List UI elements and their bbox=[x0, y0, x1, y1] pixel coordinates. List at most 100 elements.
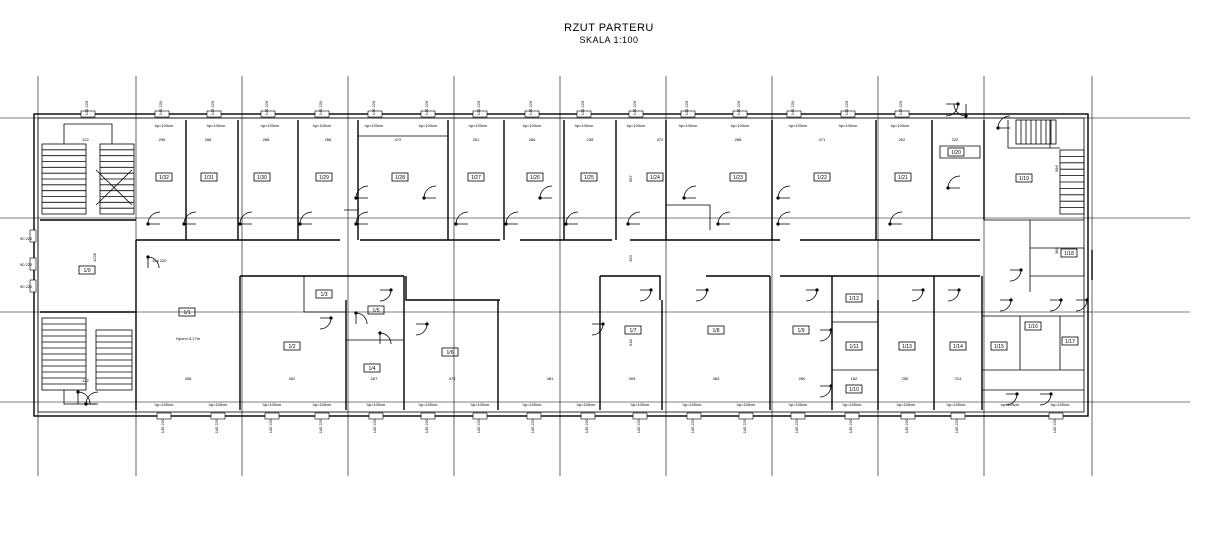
sill-height-top: hp=100cm bbox=[789, 123, 808, 128]
top-width-dim: 266 bbox=[325, 137, 332, 142]
door-hinge bbox=[564, 222, 568, 226]
room-labels: 1/32 1/31 1/30 1/29 1/28 1/27 1/26 1/25 … bbox=[78, 147, 1079, 394]
bottom-width-dim: 458 bbox=[185, 376, 192, 381]
room-label-1-6: 1/6 bbox=[447, 350, 454, 356]
bottom-width-dim: 255 bbox=[902, 376, 909, 381]
stair-width-bottom: 122 bbox=[82, 378, 89, 383]
right-dim-1: 389 bbox=[1054, 247, 1059, 254]
top-width-dim: 472 bbox=[395, 137, 402, 142]
door-hinge bbox=[705, 288, 709, 292]
left-dim-1: 90 220 bbox=[20, 236, 33, 241]
window-left bbox=[29, 257, 37, 271]
room-label-1-19: 1/19 bbox=[1019, 176, 1029, 182]
sill-height-bottom: hp=100cm bbox=[683, 402, 702, 407]
sill-height-top: hp=100cm bbox=[207, 123, 226, 128]
room-label-1-7: 1/7 bbox=[630, 328, 637, 334]
top-width-dim: 222 bbox=[952, 137, 959, 142]
left-side-dimensions: 90 220 90 220 90 220 122 122 1228 567 15… bbox=[20, 137, 633, 383]
door-hinge bbox=[1009, 298, 1013, 302]
door-hinge bbox=[146, 255, 150, 259]
door-hinge bbox=[964, 114, 968, 118]
window-top-dim: 145 220 bbox=[318, 100, 323, 115]
window-left bbox=[29, 229, 37, 243]
window-top-dim: 145 220 bbox=[424, 100, 429, 115]
window-top bbox=[894, 110, 910, 118]
window-top-dim: 145 220 bbox=[84, 100, 89, 115]
right-side-dimensions: 389 586 bbox=[1054, 165, 1059, 254]
room-label-1-3: 1/3 bbox=[321, 292, 328, 298]
room-label-1-21: 1/21 bbox=[898, 175, 908, 181]
window-top bbox=[680, 110, 696, 118]
window-bottom bbox=[314, 412, 330, 420]
outer-walls bbox=[33, 113, 1089, 417]
window-top bbox=[524, 110, 540, 118]
room-label-1-17: 1/17 bbox=[1065, 339, 1075, 345]
room-label-1-11: 1/11 bbox=[849, 344, 859, 350]
window-bottom bbox=[900, 412, 916, 420]
door-swing bbox=[591, 323, 604, 336]
window-top bbox=[260, 110, 276, 118]
door-swing bbox=[319, 317, 332, 330]
stair-width-top: 122 bbox=[82, 137, 89, 142]
top-width-dim: 288 bbox=[735, 137, 742, 142]
window-bottom-dim: 145 220 bbox=[476, 418, 481, 433]
door-hinge bbox=[815, 288, 819, 292]
door-swing bbox=[539, 185, 553, 199]
room-label-1-9: 1/9 bbox=[798, 328, 805, 334]
window-top-dim: 145 220 bbox=[632, 100, 637, 115]
door-swing bbox=[423, 185, 437, 199]
window-bottom bbox=[526, 412, 542, 420]
door-hinge bbox=[329, 316, 333, 320]
door-hinge bbox=[829, 384, 833, 388]
room-label-1-28: 1/28 bbox=[395, 175, 405, 181]
stair-landing bbox=[63, 123, 113, 144]
bottom-partitions bbox=[239, 247, 1085, 410]
door-swing bbox=[999, 299, 1012, 312]
right-dim-2: 586 bbox=[1054, 165, 1059, 172]
top-width-dim: 288 bbox=[263, 137, 270, 142]
room-label-1-4: 1/4 bbox=[369, 366, 376, 372]
sill-height-top: hp=100cm bbox=[839, 123, 858, 128]
window-bottom-dim: 145 220 bbox=[214, 418, 219, 433]
window-bottom bbox=[686, 412, 702, 420]
room-label-1-31: 1/31 bbox=[204, 175, 214, 181]
room-label-1-15: 1/15 bbox=[994, 344, 1004, 350]
window-bottom bbox=[368, 412, 384, 420]
window-bottom bbox=[210, 412, 226, 420]
door-swing bbox=[1049, 299, 1062, 312]
bottom-width-dim: 280 bbox=[799, 376, 806, 381]
sill-height-top: hp=100cm bbox=[679, 123, 698, 128]
door-hinge bbox=[354, 222, 358, 226]
sill-height-bottom: hp=100cm bbox=[577, 402, 596, 407]
sill-height-bottom: hp=100cm bbox=[897, 402, 916, 407]
room-label-1-20: 1/20 bbox=[951, 150, 961, 156]
corridor-height-dim-2: 567 bbox=[628, 175, 633, 182]
window-top-dim: 145 220 bbox=[371, 100, 376, 115]
sill-height-bottom: hp=100cm bbox=[263, 402, 282, 407]
window-bottom bbox=[632, 412, 648, 420]
door-hinge bbox=[504, 222, 508, 226]
entry-door-dim: 154 220 bbox=[152, 258, 167, 263]
door-hinge bbox=[454, 222, 458, 226]
room-label-1-8: 1/8 bbox=[713, 328, 720, 334]
door-swing bbox=[805, 289, 818, 302]
door-hinge bbox=[1085, 298, 1089, 302]
window-bottom-dim: 145 220 bbox=[954, 418, 959, 433]
window-top bbox=[206, 110, 222, 118]
sill-height-bottom: hp=100cm bbox=[843, 402, 862, 407]
window-top-dim: 145 220 bbox=[210, 100, 215, 115]
window-bottom-dim: 145 220 bbox=[268, 418, 273, 433]
door-hinge bbox=[354, 196, 358, 200]
staircase-right bbox=[1015, 119, 1085, 215]
door-swing bbox=[1009, 269, 1022, 282]
window-bottom bbox=[1048, 412, 1064, 420]
room-label-1-26: 1/26 bbox=[530, 175, 540, 181]
door-hinge bbox=[298, 222, 302, 226]
corridor-walls bbox=[40, 219, 980, 410]
door-swing bbox=[355, 312, 368, 325]
door-hinge bbox=[682, 196, 686, 200]
door-hinge bbox=[888, 222, 892, 226]
room-label-1-10: 1/10 bbox=[849, 387, 859, 393]
